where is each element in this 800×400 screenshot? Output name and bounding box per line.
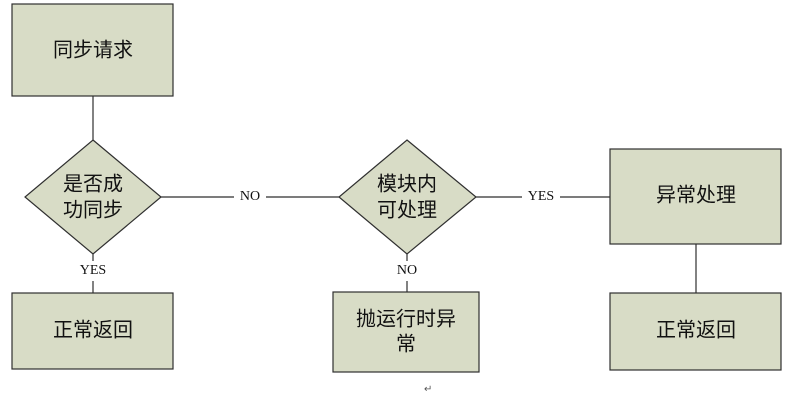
paragraph-mark: ↵ xyxy=(424,384,432,395)
sync-request-box: 同步请求 xyxy=(11,3,174,97)
module-handle-label-line1: 模块内 xyxy=(377,172,437,196)
normal-return-left-box: 正常返回 xyxy=(11,292,174,370)
normal-return-right-label: 正常返回 xyxy=(656,318,736,342)
edge-label-module-yes: YES xyxy=(528,189,554,204)
edge-label-success-no: NO xyxy=(240,189,260,204)
edge-label-module-no: NO xyxy=(397,263,417,278)
is-success-label-line2: 功同步 xyxy=(63,198,123,222)
is-success-decision: 是否成 功同步 xyxy=(24,139,162,255)
throw-exception-label-line2: 常 xyxy=(396,332,416,356)
normal-return-right-box: 正常返回 xyxy=(609,292,782,371)
normal-return-left-label: 正常返回 xyxy=(53,318,133,342)
exception-handling-label: 异常处理 xyxy=(656,183,736,207)
edge-label-success-yes: YES xyxy=(80,263,106,278)
module-handle-label-line2: 可处理 xyxy=(377,198,437,222)
sync-request-label: 同步请求 xyxy=(53,38,133,62)
throw-exception-label-line1: 抛运行时异 xyxy=(356,307,456,331)
is-success-label-line1: 是否成 xyxy=(63,172,123,196)
exception-handling-box: 异常处理 xyxy=(609,148,782,245)
module-handle-decision: 模块内 可处理 xyxy=(338,139,477,255)
throw-exception-box: 抛运行时异 常 xyxy=(332,291,480,373)
